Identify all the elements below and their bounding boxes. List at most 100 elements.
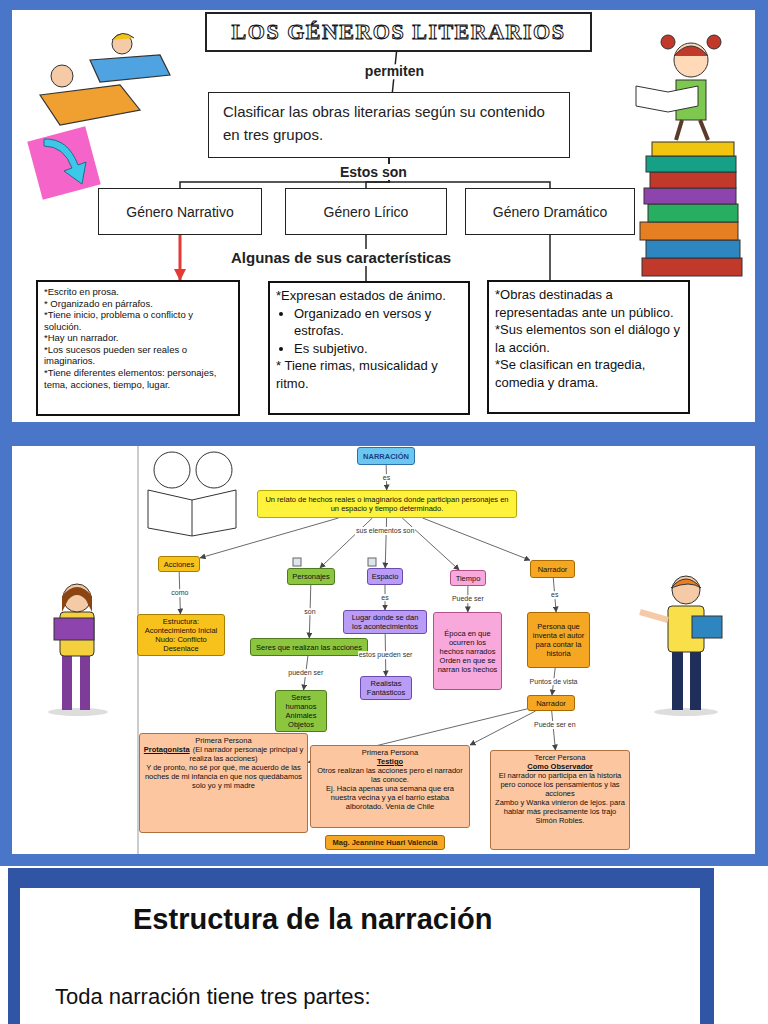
child-hair xyxy=(674,46,708,56)
box-heading: Como Observador xyxy=(494,762,626,771)
box-text: Persona que inventa el autor para contar… xyxy=(531,622,586,658)
text-label: Toda narración tiene tres partes: xyxy=(55,984,371,1009)
example-box: Tercer PersonaComo ObservadorEl narrador… xyxy=(490,750,630,850)
concept-box: Persona que inventa el autor para contar… xyxy=(527,612,590,668)
box-text: Espacio xyxy=(372,572,399,581)
child-hair xyxy=(62,587,92,612)
pink-tile xyxy=(27,126,100,199)
bullet-list: Organizado en versos y estrofas.Es subje… xyxy=(276,305,462,358)
child-leg xyxy=(676,120,682,140)
box-text: Narrador xyxy=(536,699,566,708)
book-stack xyxy=(650,172,736,188)
author-box: Mag. Jeannine Huari Valencia xyxy=(325,835,445,850)
concept-box: Lugar donde se dan los acontecimientos xyxy=(343,610,427,634)
box-text: Lugar donde se dan los acontecimientos xyxy=(347,613,423,631)
box-text: *Tiene inicio, problema o conflicto y so… xyxy=(44,309,232,332)
book xyxy=(692,616,722,638)
box-text: Estructura: Acontecimiento Inicial Nudo:… xyxy=(141,617,221,653)
feature-box: *Expresan estados de ánimo.Organizado en… xyxy=(268,281,470,415)
book-stack xyxy=(640,222,738,240)
category-box: Género Dramático xyxy=(465,188,635,235)
shadow xyxy=(654,708,718,716)
child-head xyxy=(154,452,190,488)
cmap-icon xyxy=(293,558,301,566)
concept-box: Seres humanos Animales Objetos xyxy=(275,690,327,732)
open-book xyxy=(148,490,236,536)
box-text: *Escrito en prosa. xyxy=(44,286,232,298)
box-text: NARRACIÓN xyxy=(363,452,409,461)
feature-box: *Obras destinadas a representadas ante u… xyxy=(487,280,690,414)
edge-label: es xyxy=(550,591,559,599)
arrow-icon xyxy=(44,139,86,184)
box-text: (El narrador personaje principal y reali… xyxy=(190,745,304,763)
child-head xyxy=(63,584,91,612)
edge-label: pueden ser xyxy=(287,669,324,677)
book-stack xyxy=(652,142,734,156)
connector xyxy=(470,711,536,745)
book-stack xyxy=(642,258,742,276)
text-label: Algunas de sus características xyxy=(228,249,454,266)
box-text: *Expresan estados de ánimo. xyxy=(276,287,462,305)
child-hair xyxy=(112,33,134,40)
child-leg xyxy=(672,650,683,710)
edge-label: permiten xyxy=(362,64,427,79)
flying-book xyxy=(90,55,170,82)
box-text: Tiempo xyxy=(456,574,481,583)
panel-sheet xyxy=(12,10,755,422)
box-text: *Tiene diferentes elementos: personajes,… xyxy=(44,367,232,390)
child-head xyxy=(196,452,232,488)
text-label: Puede ser en xyxy=(533,721,577,729)
book-stack xyxy=(648,204,738,222)
child-head xyxy=(674,43,708,77)
concept-box: Tiempo xyxy=(450,570,486,586)
box-text: Personajes xyxy=(292,572,330,581)
box-text: Género Narrativo xyxy=(126,204,233,220)
category-box: Género Narrativo xyxy=(98,188,262,235)
box-text: *Obras destinadas a representadas ante u… xyxy=(495,286,682,321)
box-text: Género Lírico xyxy=(324,204,409,220)
box-text: *Hay un narrador. xyxy=(44,332,232,344)
box-text: Seres que realizan las acciones xyxy=(256,643,362,652)
box-text: Narrador xyxy=(538,565,568,574)
child-hair xyxy=(707,35,721,49)
box-text: * Organizado en párrafos. xyxy=(44,298,232,310)
concept-box: Narrador xyxy=(527,695,575,711)
book xyxy=(54,618,94,640)
box-text: LOS GÉNEROS LITERARIOS xyxy=(232,19,566,45)
book-spine xyxy=(192,500,193,536)
box-text: Acciones xyxy=(164,560,194,569)
box-text: Clasificar las obras literarias según su… xyxy=(223,101,555,146)
child-leg xyxy=(700,120,708,140)
box-text: Tercer Persona xyxy=(494,753,626,762)
book-stack xyxy=(646,240,740,258)
title-box: LOS GÉNEROS LITERARIOS xyxy=(205,12,592,52)
box-text: Un relato de hechos reales o imaginarios… xyxy=(261,495,513,513)
cmap-icon xyxy=(368,558,376,566)
box-text: Zambo y Wanka vinieron de lejos. para ha… xyxy=(494,798,626,825)
box-text: *Sus elementos son el diálogo y la acció… xyxy=(495,321,682,356)
concept-box: Personajes xyxy=(287,568,335,585)
box-text: Ej. Hacía apenas una semana que era nues… xyxy=(314,784,466,811)
connector xyxy=(549,235,551,280)
box-text: El narrador no participa en la historia … xyxy=(494,771,626,798)
connector xyxy=(320,518,372,568)
connector xyxy=(402,518,459,570)
child-leg xyxy=(80,654,90,710)
connector xyxy=(552,711,556,750)
child-leg xyxy=(62,654,72,710)
child-head xyxy=(672,576,700,604)
child-head xyxy=(51,65,73,87)
concept-box: Un relato de hechos reales o imaginarios… xyxy=(257,490,517,518)
child-arm xyxy=(640,612,668,620)
book-stack xyxy=(644,188,736,204)
concept-box: Espacio xyxy=(367,568,403,585)
box-text: * Tiene rimas, musicalidad y ritmo. xyxy=(276,357,462,392)
list-item: Es subjetivo. xyxy=(294,340,462,358)
concept-box: Época en que ocurren los hechos narrados… xyxy=(433,612,502,690)
edge-label: Puede ser xyxy=(451,595,485,603)
box-text: *Se clasifican en tragedia, comedia y dr… xyxy=(495,356,682,391)
book-stack xyxy=(646,156,736,172)
edge-label: son xyxy=(303,608,316,616)
panel-sheet xyxy=(20,888,700,1024)
